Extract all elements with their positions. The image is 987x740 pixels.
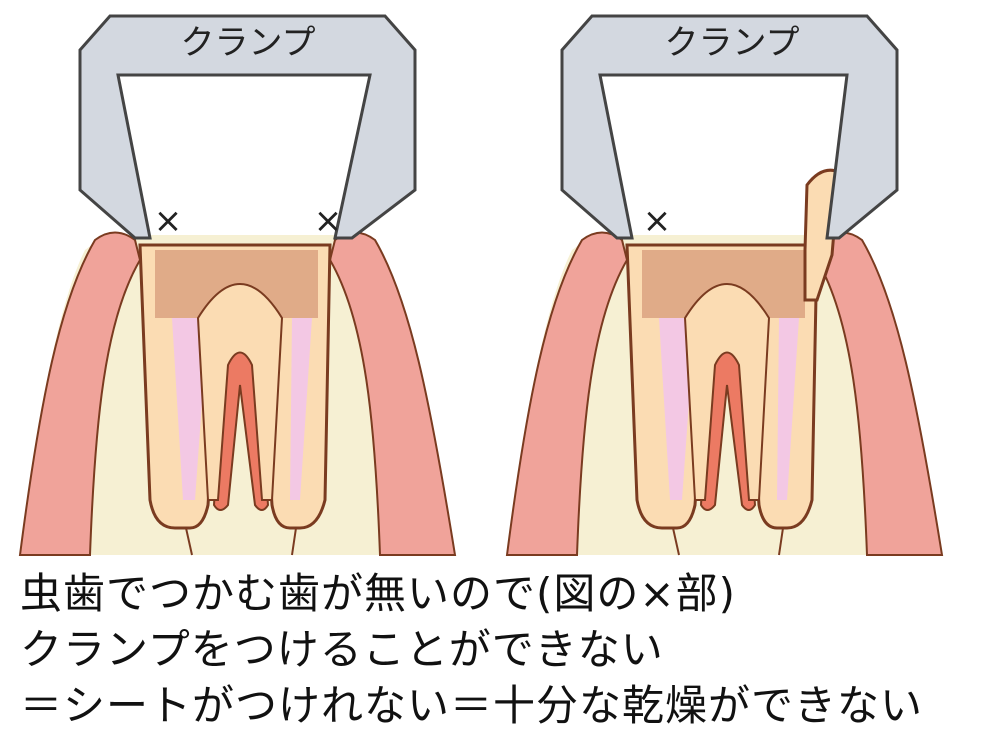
caption-line-1: 虫歯でつかむ歯が無いので(図の×部) (20, 569, 736, 618)
clamp-shape-left (78, 14, 417, 240)
caption-line-2: クランプをつけることができない (20, 625, 664, 674)
x-mark-right-1: × (643, 201, 672, 241)
caption-block: 虫歯でつかむ歯が無いので(図の×部) クランプをつけることができない ＝シートが… (20, 566, 980, 734)
left-diagram: クランプ × × (18, 14, 457, 557)
x-mark-left-2: × (314, 201, 343, 241)
caption-line-3: ＝シートがつけれない＝十分な乾燥ができない (20, 681, 924, 730)
clamp-diagram-illustration: クランプ × × クランプ × (18, 14, 944, 557)
x-mark-left-1: × (154, 201, 183, 241)
clamp-shape-right (560, 14, 899, 240)
clamp-label-right: クランプ (665, 23, 800, 63)
clamp-label-left: クランプ (181, 23, 316, 63)
right-diagram: クランプ × (505, 14, 944, 557)
